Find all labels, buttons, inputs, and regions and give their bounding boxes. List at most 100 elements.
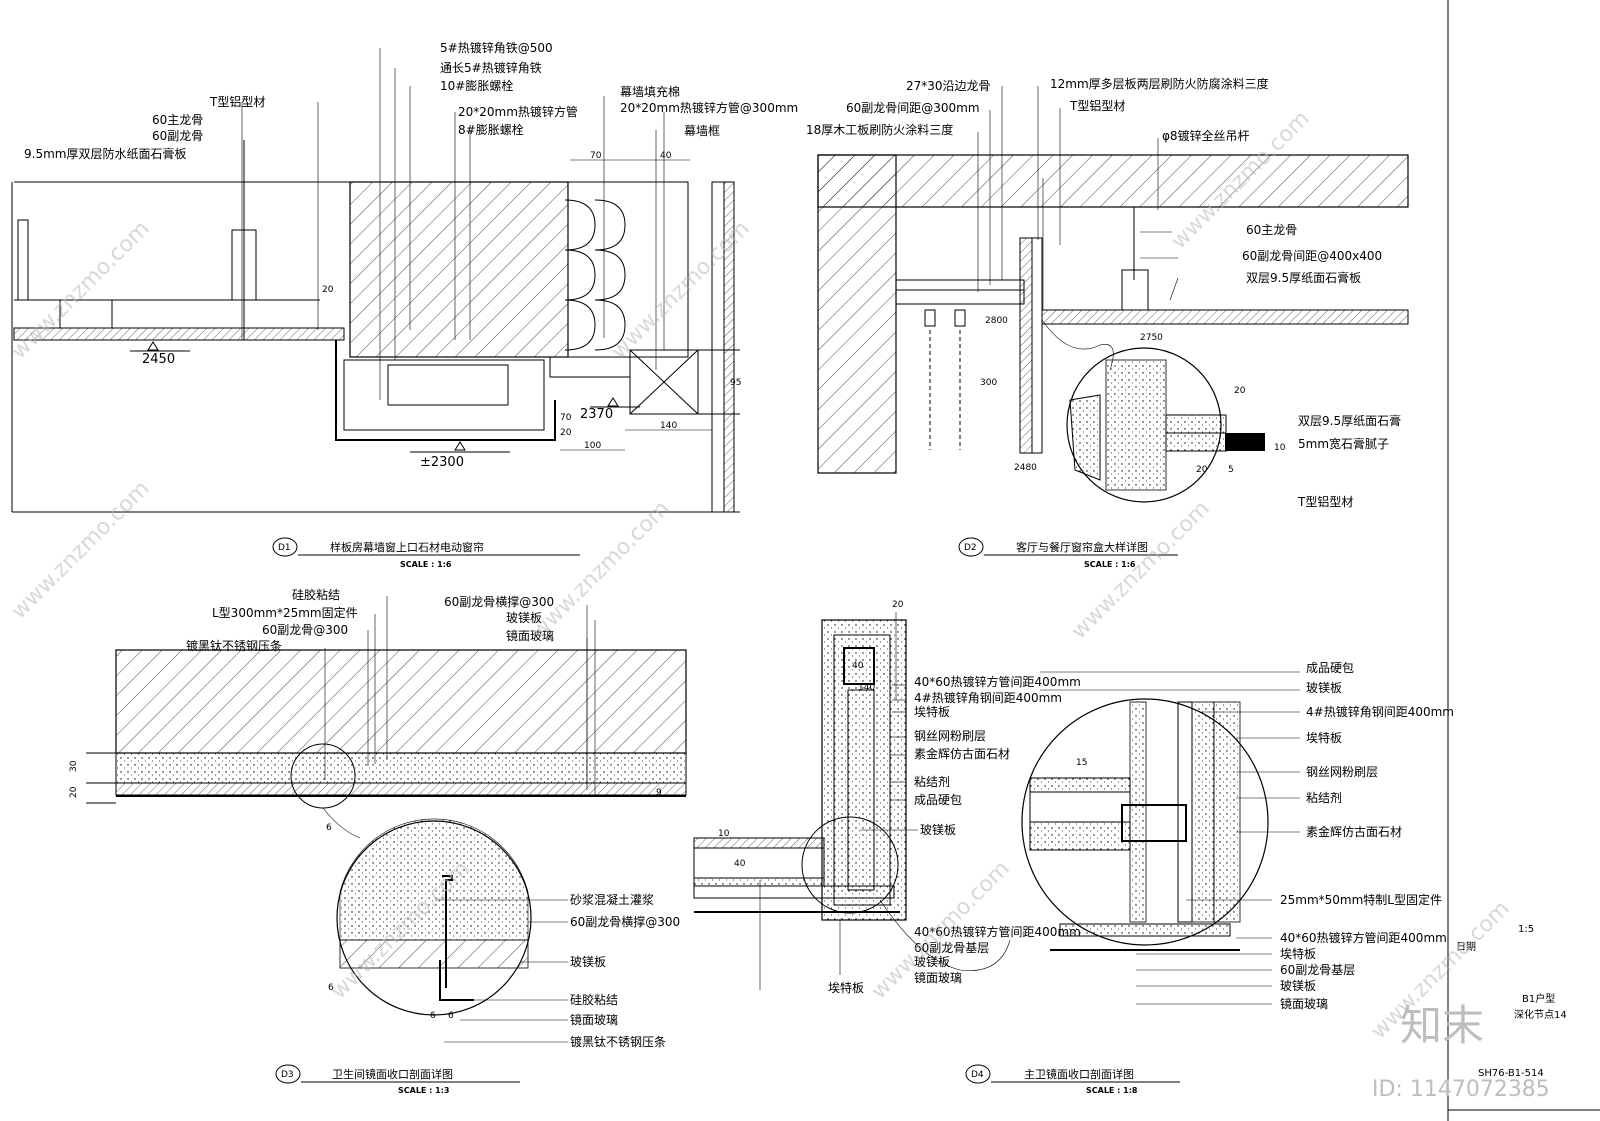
level-2300: ±2300 — [420, 455, 464, 470]
label-square-tube-300: 20*20mm热镀锌方管@300mm — [620, 100, 798, 115]
dim-15: 15 — [1076, 758, 1087, 768]
dim-100: 100 — [584, 441, 601, 451]
dim-6d: 6 — [448, 1011, 454, 1021]
label-mgo-detail: 玻镁板 — [1306, 681, 1342, 695]
dim-70: 70 — [590, 151, 602, 161]
label-keel-base: 60副龙骨基层 — [914, 941, 989, 955]
tag-d1-text: D1 — [278, 543, 291, 553]
label-double-gypsum: 双层9.5厚纸面石膏板 — [1246, 270, 1361, 285]
dim-2480: 2480 — [1014, 463, 1037, 473]
label-edge-keel: 27*30沿边龙骨 — [906, 79, 991, 93]
label-curtain-wall-frame: 幕墙框 — [684, 124, 720, 138]
label-secondary-keel-300-d3: 60副龙骨@300 — [262, 623, 348, 637]
label-titanium-strip: 镀黑钛不锈钢压条 — [186, 638, 282, 653]
label-continuous-angle-iron: 通长5#热镀锌角铁 — [440, 61, 542, 75]
label-eternit-detail-b: 埃特板 — [1280, 946, 1316, 961]
dim-6a: 6 — [326, 823, 332, 833]
label-square-tube-detail: 40*60热镀锌方管间距400mm — [1280, 930, 1447, 945]
label-mgo-detail-b: 玻镁板 — [1280, 979, 1316, 993]
titleblock-drawing-no: SH76-B1-514 — [1478, 1068, 1544, 1079]
dim-20c: 20 — [1196, 465, 1208, 475]
label-mortar-grout: 砂浆混凝土灌浆 — [570, 892, 654, 907]
dim-5: 5 — [1228, 465, 1234, 475]
label-mesh-detail: 钢丝网粉刷层 — [1306, 765, 1378, 779]
scale-d2: SCALE : 1:6 — [1084, 560, 1136, 569]
label-mirror-glass: 镜面玻璃 — [506, 628, 554, 643]
detail-d4: 40*60热镀锌方管间距400mm 4#热镀锌角钢间距400mm 埃特板 钢丝网… — [693, 600, 1454, 1095]
label-l-bracket: 25mm*50mm特制L型固定件 — [1280, 892, 1442, 907]
level-2450: 2450 — [142, 352, 175, 367]
title-d1: 样板房幕墙窗上口石材电动窗帘 — [330, 540, 484, 554]
label-mirror-detail: 镜面玻璃 — [570, 1012, 618, 1027]
label-mgo-board-b: 玻镁板 — [914, 955, 950, 969]
dim-10-d4: 10 — [718, 829, 730, 839]
label-adhesive-detail: 粘结剂 — [1306, 790, 1342, 805]
watermark-5: www.znzmo.com — [527, 496, 675, 644]
dim-40: 40 — [660, 151, 672, 161]
dim-95: 95 — [730, 378, 741, 388]
label-keel-brace-detail: 60副龙骨横撑@300 — [570, 914, 680, 929]
dim-6c: 6 — [430, 1011, 436, 1021]
label-silicone-bond: 硅胶粘结 — [292, 587, 340, 602]
dim-9: 9 — [656, 788, 662, 798]
dim-70b: 70 — [560, 413, 572, 423]
label-upholstery: 成品硬包 — [914, 793, 962, 807]
watermark-4: www.znzmo.com — [7, 476, 155, 624]
level-2370: 2370 — [580, 407, 613, 422]
label-stone-finish: 素金辉仿古面石材 — [914, 746, 1010, 761]
label-angle-steel-400: 4#热镀锌角钢间距400mm — [914, 691, 1062, 705]
dim-140: 140 — [660, 421, 677, 431]
label-l-fixing: L型300mm*25mm固定件 — [212, 605, 358, 620]
dim-20a: 20 — [1234, 386, 1246, 396]
dim-2750: 2750 — [1140, 333, 1163, 343]
dim-30: 30 — [69, 760, 79, 772]
scale-d4: SCALE : 1:8 — [1086, 1086, 1138, 1095]
scale-d1: SCALE : 1:6 — [400, 560, 452, 569]
label-mirror-glass-d4: 镜面玻璃 — [914, 970, 962, 985]
label-expansion-bolt-8: 8#膨胀螺栓 — [458, 122, 524, 137]
tag-d3 — [275, 1064, 301, 1084]
title-d2: 客厅与餐厅窗帘盒大样详图 — [1016, 540, 1148, 554]
detail-d3: 硅胶粘结 L型300mm*25mm固定件 60副龙骨@300 镀黑钛不锈钢压条 … — [69, 587, 687, 1095]
dim-40b-d4: 40 — [734, 859, 746, 869]
label-square-tube: 20*20mm热镀锌方管 — [458, 104, 578, 119]
label-double-gypsum-detail: 双层9.5厚纸面石膏 — [1298, 413, 1401, 428]
label-secondary-keel-400: 60副龙骨间距@400x400 — [1242, 249, 1382, 263]
label-keel-base-detail: 60副龙骨基层 — [1280, 963, 1355, 977]
dim-20: 20 — [322, 285, 334, 295]
label-square-tube-400: 40*60热镀锌方管间距400mm — [914, 674, 1081, 689]
label-angle-iron-500: 5#热镀锌角铁@500 — [440, 41, 553, 55]
watermark-brand-logo: 知末 — [1400, 1001, 1484, 1050]
watermark-1: www.znzmo.com — [7, 216, 155, 364]
dim-10: 10 — [1274, 443, 1286, 453]
label-eternit-board-b: 埃特板 — [828, 980, 864, 995]
label-gypsum-putty: 5mm宽石膏腻子 — [1298, 436, 1389, 451]
label-stone-detail: 素金辉仿古面石材 — [1306, 824, 1402, 839]
label-mgo-board-d4: 玻镁板 — [920, 823, 956, 837]
title-block: 1:5 日期 B1户型 深化节点14 SH76-B1-514 — [1456, 924, 1567, 1079]
watermark-id: ID: 1147072385 — [1372, 1077, 1550, 1102]
label-hanger-rod: φ8镀锌全丝吊杆 — [1162, 128, 1250, 143]
label-wood-board: 18厚木工板刷防火涂料三度 — [806, 122, 953, 137]
watermark-6: www.znzmo.com — [1067, 496, 1215, 644]
label-titanium-detail: 镀黑钛不锈钢压条 — [570, 1034, 666, 1049]
dim-20-d3: 20 — [69, 786, 79, 798]
title-d3: 卫生间镜面收口剖面详图 — [332, 1067, 453, 1081]
titleblock-date-label: 日期 — [1456, 941, 1476, 953]
label-square-tube-400-b: 40*60热镀锌方管间距400mm — [914, 924, 1081, 939]
label-main-keel: 60主龙骨 — [152, 113, 203, 127]
titleblock-unit-type: B1户型 — [1522, 992, 1555, 1005]
tag-d1 — [272, 537, 298, 557]
label-t-aluminum-detail: T型铝型材 — [1297, 494, 1353, 509]
label-expansion-bolt-10: 10#膨胀螺栓 — [440, 78, 513, 93]
detail-d2: 27*30沿边龙骨 60副龙骨间距@300mm 18厚木工板刷防火涂料三度 12… — [806, 76, 1409, 569]
label-secondary-keel-300: 60副龙骨间距@300mm — [846, 101, 980, 115]
dim-2800: 2800 — [985, 316, 1008, 326]
dim-20-d4: 20 — [892, 600, 904, 610]
tag-d2-text: D2 — [964, 543, 977, 553]
label-curtain-wall-insulation: 幕墙填充棉 — [620, 84, 680, 99]
label-mgo-board-detail: 玻镁板 — [570, 955, 606, 969]
titleblock-sheet-name: 深化节点14 — [1514, 1008, 1567, 1021]
label-mesh-plaster: 钢丝网粉刷层 — [914, 729, 986, 743]
